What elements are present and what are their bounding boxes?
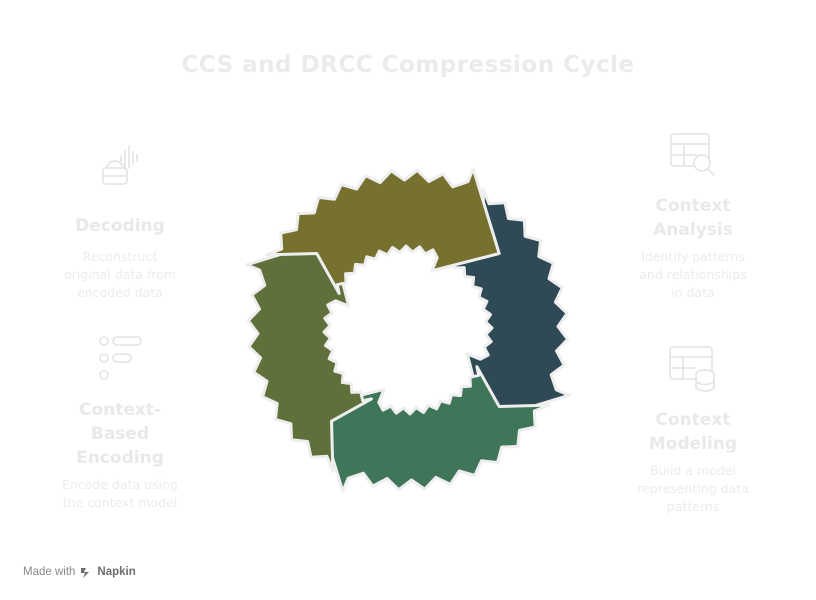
step-description: Build a model representing data patterns — [637, 463, 749, 514]
step-heading: Context Modeling — [648, 410, 738, 454]
step-description: Reconstruct original data from encoded d… — [64, 249, 176, 300]
list-toggle-icon — [99, 336, 142, 380]
step-description: Encode data using the context model — [62, 477, 178, 510]
step-encoding: Context- Based Encoding Encode data usin… — [48, 332, 192, 512]
step-analysis: Context Analysis Identify patterns and r… — [622, 130, 764, 302]
step-heading: Context Analysis — [653, 196, 733, 240]
cycle-ring — [245, 167, 571, 493]
step-decoding: Decoding Reconstruct original data from … — [48, 142, 192, 302]
watermark: Made with Napkin — [23, 565, 136, 579]
watermark-brand: Napkin — [97, 566, 136, 578]
table-database-icon — [669, 346, 715, 392]
watermark-prefix: Made with — [23, 566, 76, 578]
cycle-arrow-decoding — [265, 167, 501, 295]
step-heading: Context- Based Encoding — [76, 400, 164, 468]
cycle-arrow-encoding — [245, 237, 373, 473]
step-modeling: Context Modeling Build a model represent… — [622, 344, 764, 516]
audio-robot-icon — [102, 145, 138, 185]
cycle-arrow-modeling — [315, 365, 551, 493]
napkin-logo-icon — [81, 568, 90, 578]
step-heading: Decoding — [75, 216, 165, 236]
diagram-title: CCS and DRCC Compression Cycle — [181, 52, 635, 78]
table-search-icon — [670, 133, 715, 176]
step-description: Identify patterns and relationships in d… — [639, 249, 747, 300]
